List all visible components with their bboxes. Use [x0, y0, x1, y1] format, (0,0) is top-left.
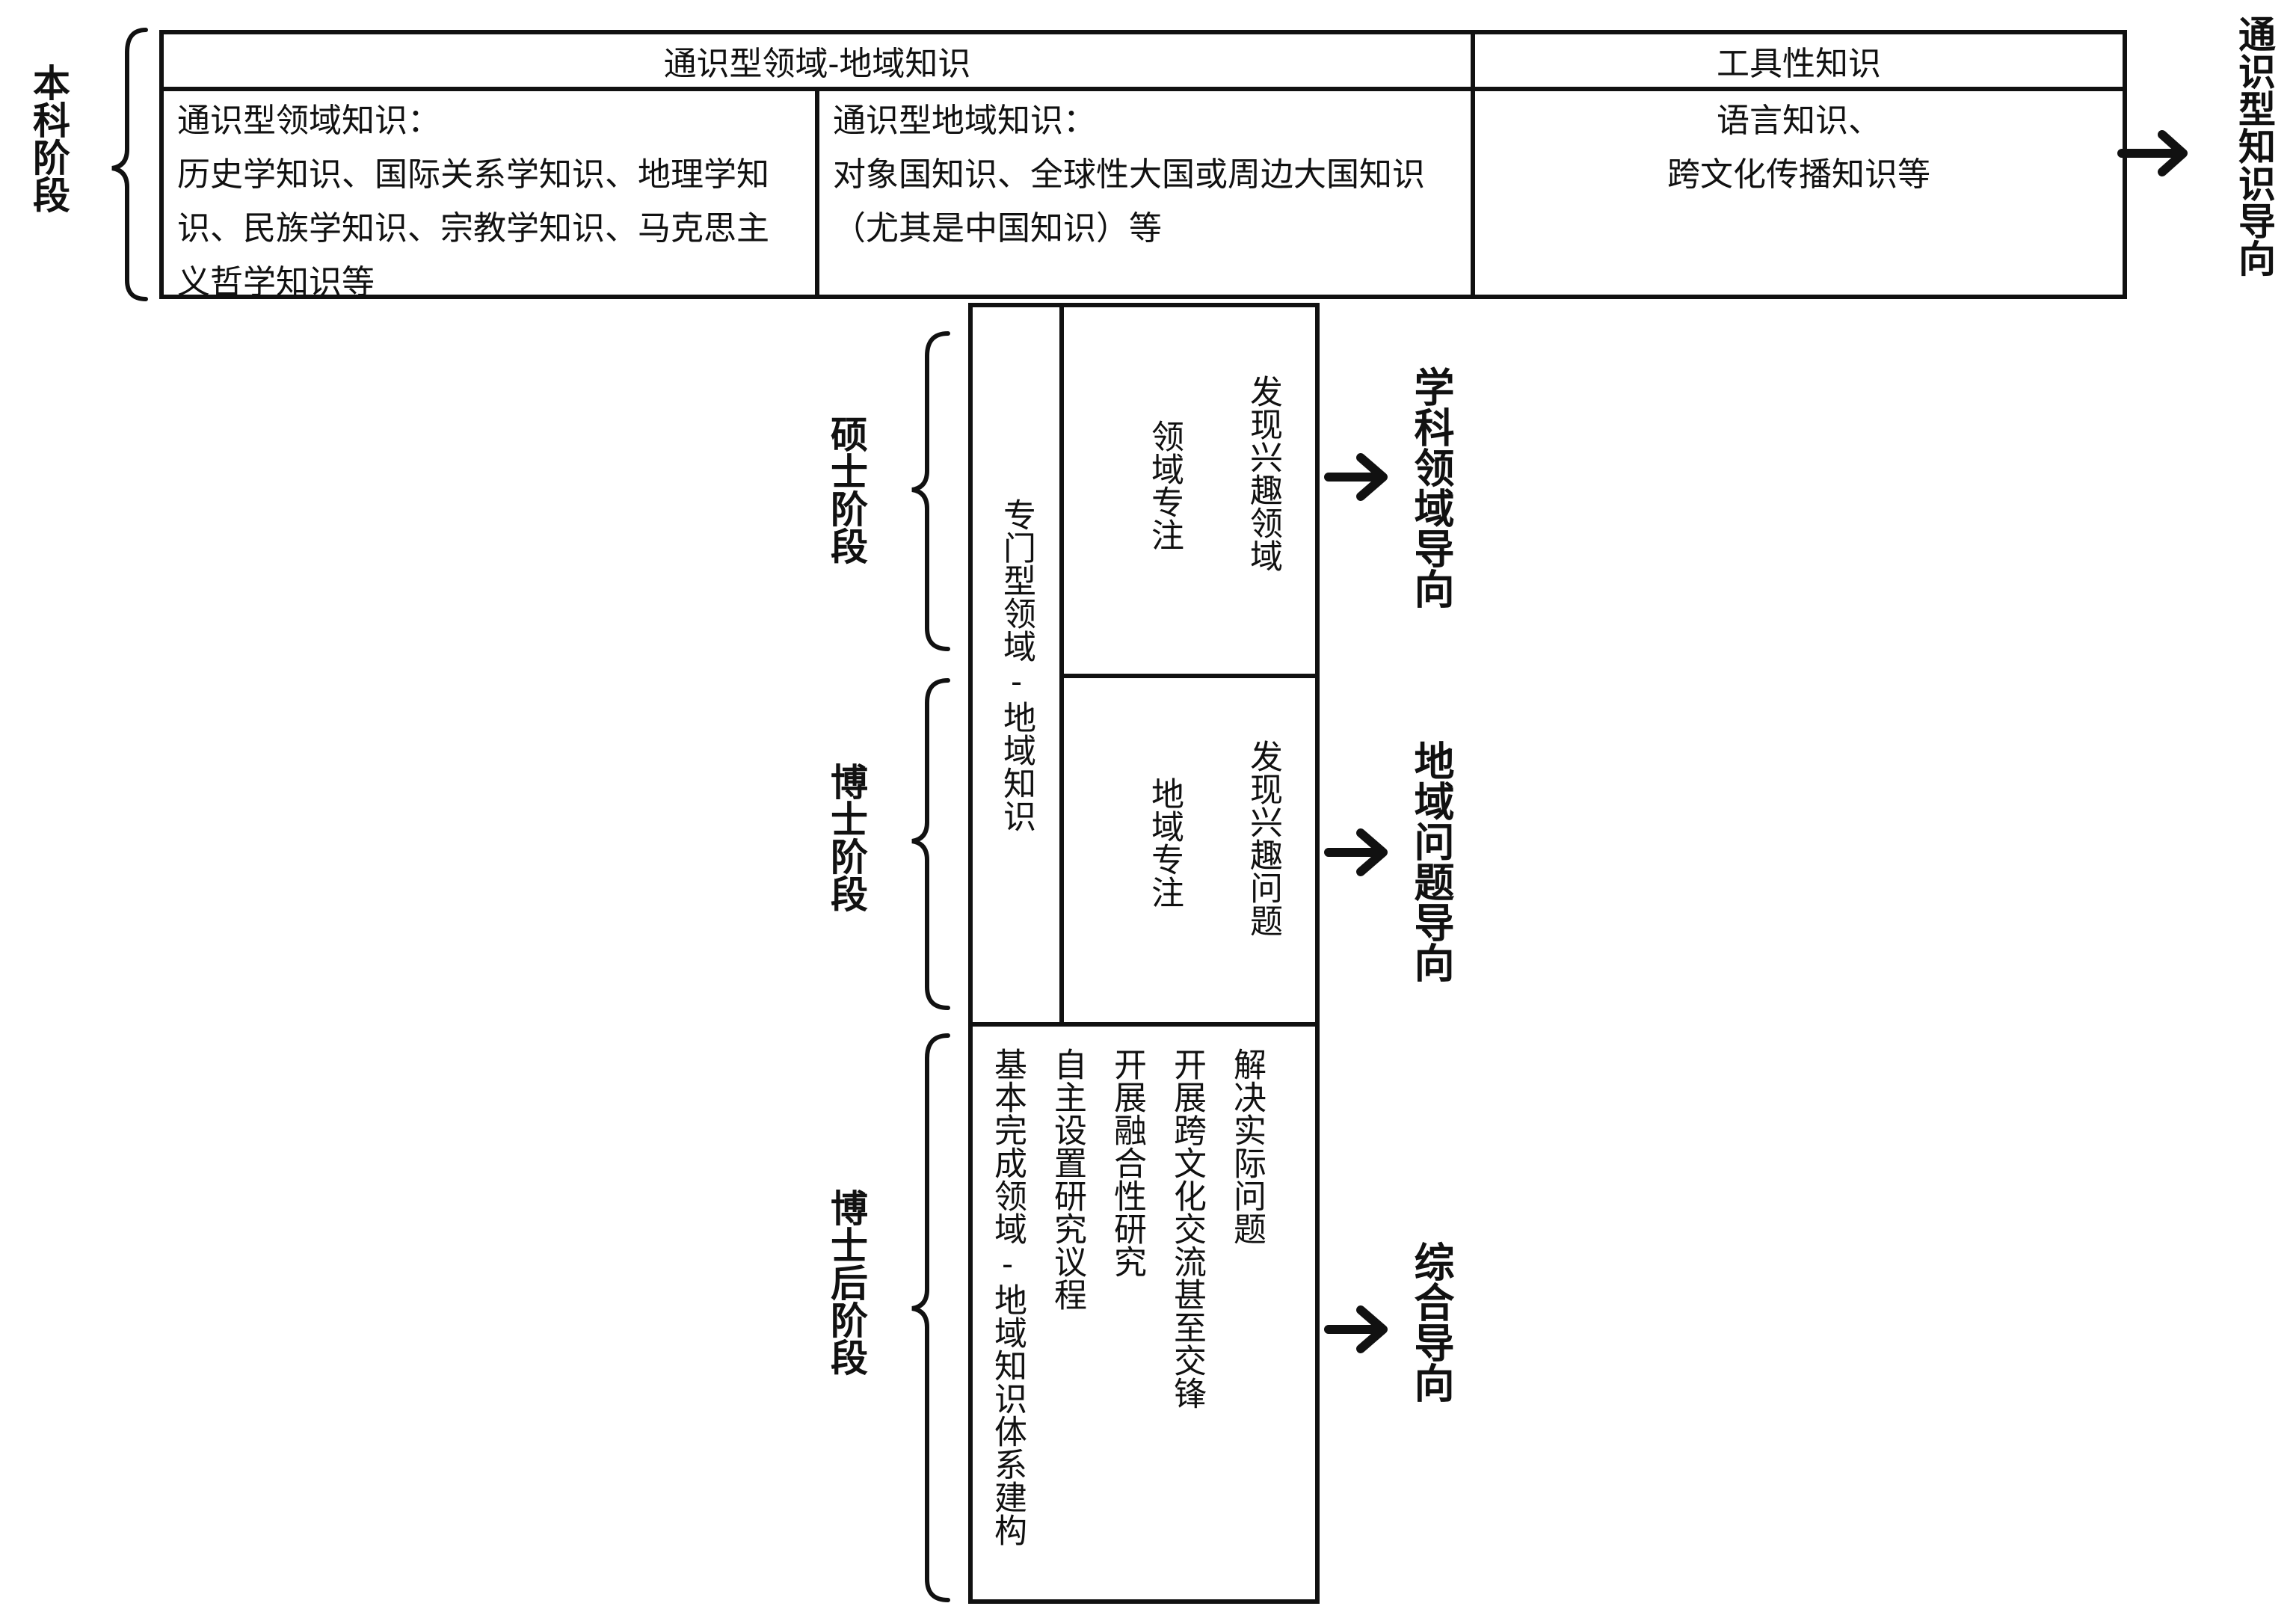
doctoral-brace: [911, 678, 950, 1010]
masters-row: 发现兴趣领域 领域专注: [1059, 303, 1320, 678]
doctoral-row: 发现兴趣问题 地域专注: [1059, 674, 1320, 1027]
postdoc-item-3: 开展融合性研究: [1108, 1048, 1146, 1278]
doctoral-focus: 地域专注: [1145, 777, 1184, 908]
postdoc-row: 基本完成领域-地域知识体系建构 自主设置研究议程 开展融合性研究 开展跨文化交流…: [968, 1022, 1320, 1604]
masters-arrow: [1324, 453, 1388, 501]
masters-brace: [911, 331, 950, 651]
postdoc-orientation: 综合导向: [1407, 1241, 1454, 1403]
undergrad-orientation: 通识型知识导向: [2232, 15, 2276, 277]
cell-general-domain-text: 通识型领域知识： 历史学知识、国际关系学知识、地理学知识、民族学知识、宗教学知识…: [177, 102, 769, 301]
masters-stage-label: 硕士阶段: [825, 415, 868, 565]
specialized-knowledge-column: 专门型领域-地域知识: [968, 303, 1064, 1027]
postdoc-item-5: 解决实际问题: [1228, 1048, 1266, 1245]
doctoral-orientation: 地域问题导向: [1407, 740, 1454, 982]
masters-focus: 领域专注: [1145, 419, 1184, 551]
postdoc-arrow: [1324, 1305, 1388, 1353]
graduate-table: 专门型领域-地域知识 发现兴趣领域 领域专注 发现兴趣问题 地域专注 基本完成领…: [968, 303, 1320, 1604]
cell-tool-knowledge: 语言知识、 跨文化传播知识等: [1471, 87, 2127, 299]
doctoral-stage-label: 博士阶段: [825, 763, 868, 912]
cell-general-domain-knowledge: 通识型领域知识： 历史学知识、国际关系学知识、地理学知识、民族学知识、宗教学知识…: [159, 87, 819, 301]
undergrad-arrow: [2117, 130, 2188, 176]
postdoc-stage-label: 博士后阶段: [825, 1189, 868, 1376]
header-general-knowledge: 通识型领域-地域知识: [159, 30, 1475, 91]
postdoc-item-1: 基本完成领域-地域知识体系建构: [988, 1048, 1027, 1546]
masters-orientation: 学科领域导向: [1407, 366, 1454, 609]
masters-discover-interest: 发现兴趣领域: [1244, 375, 1282, 572]
doctoral-arrow: [1324, 828, 1388, 876]
header-tool-knowledge: 工具性知识: [1471, 30, 2127, 91]
doctoral-discover-interest: 发现兴趣问题: [1244, 739, 1282, 937]
cell-tool-text: 语言知识、 跨文化传播知识等: [1667, 102, 1930, 194]
cell-general-region-text: 通识型地域知识： 对象国知识、全球性大国或周边大国知识（尤其是中国知识）等: [833, 102, 1425, 247]
cell-general-region-knowledge: 通识型地域知识： 对象国知识、全球性大国或周边大国知识（尤其是中国知识）等: [815, 87, 1475, 299]
postdoc-brace: [911, 1033, 950, 1602]
undergrad-stage-label: 本科阶段: [27, 64, 70, 213]
postdoc-item-4: 开展跨文化交流甚至交锋: [1168, 1048, 1206, 1409]
postdoc-item-2: 自主设置研究议程: [1048, 1048, 1086, 1311]
undergrad-table: 通识型领域-地域知识 工具性知识 通识型领域知识： 历史学知识、国际关系学知识、…: [159, 30, 2127, 301]
undergrad-brace: [111, 28, 148, 301]
specialized-knowledge-label: 专门型领域-地域知识: [997, 497, 1035, 832]
